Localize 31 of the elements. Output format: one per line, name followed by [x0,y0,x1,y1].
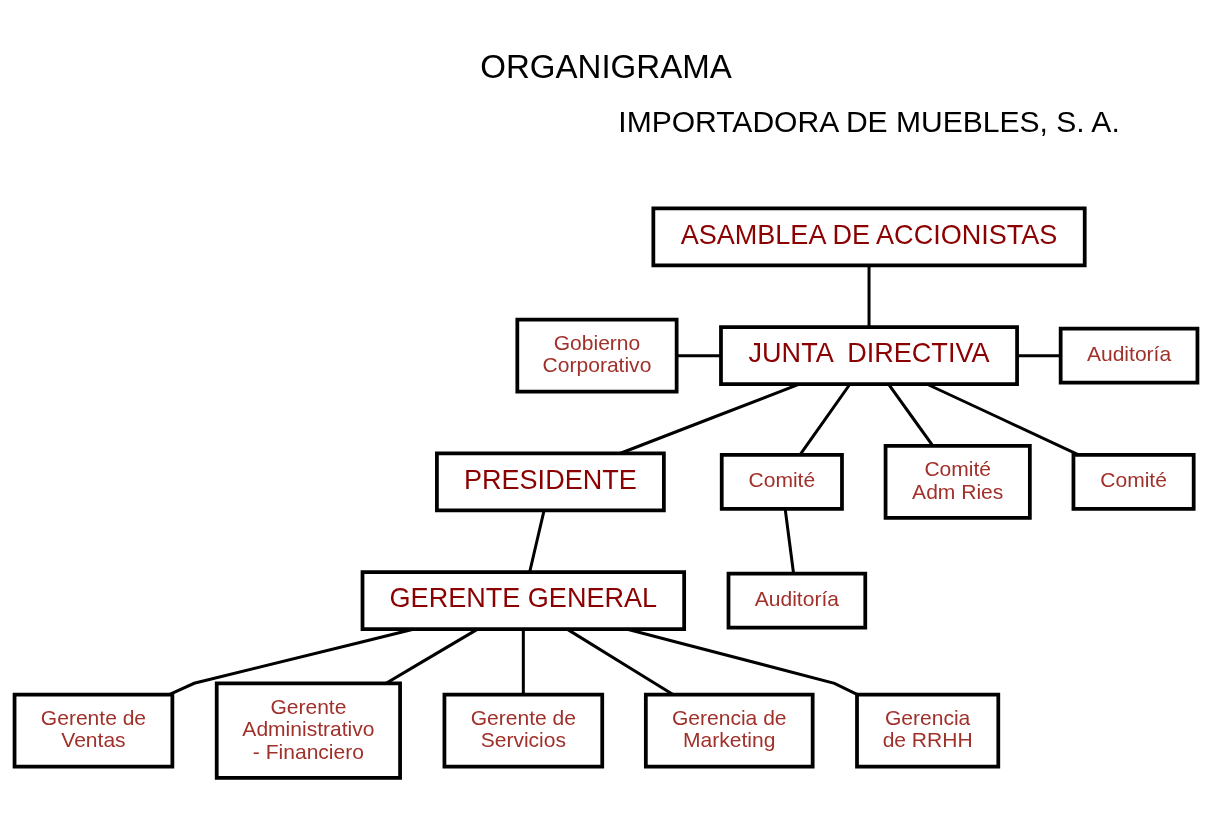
diagram-title: ORGANIGRAMA [480,47,732,85]
node-box: Gerencia de RRHH [855,692,1001,769]
node-box: Comité Adm Ries [883,443,1032,520]
connector [783,508,796,574]
connector [798,383,851,456]
node-box: Auditoría [1058,326,1200,385]
node-box: Comité [719,452,844,511]
connector [620,382,800,455]
connector [867,265,871,327]
connector [627,627,858,696]
node-box: Auditoría [726,571,868,630]
label: IMPORTADORA DE MUEBLES, S. A. [618,104,1120,138]
node-box: ASAMBLEA DE ACCIONISTAS [651,205,1087,267]
node-box: Comité [1071,452,1196,511]
connector [169,627,414,696]
node-box: Gerente Administrativo - Financiero [214,680,402,780]
node-box: Gerente de Ventas [12,692,175,769]
node-box: PRESIDENTE [435,450,666,512]
node-box: Gobierno Corporativo [515,317,679,394]
node-box: Gerente de Servicios [442,692,605,769]
connector [887,383,934,446]
connector [566,627,674,696]
connector [927,382,1080,456]
connector [521,629,525,694]
node-box: Gerencia de Marketing [643,692,815,769]
connector [1017,353,1061,357]
node-box: JUNTA DIRECTIVA [719,324,1019,386]
connector [677,353,721,357]
connector [385,627,478,684]
node-box: GERENTE GENERAL [360,569,687,631]
connector [528,509,546,572]
